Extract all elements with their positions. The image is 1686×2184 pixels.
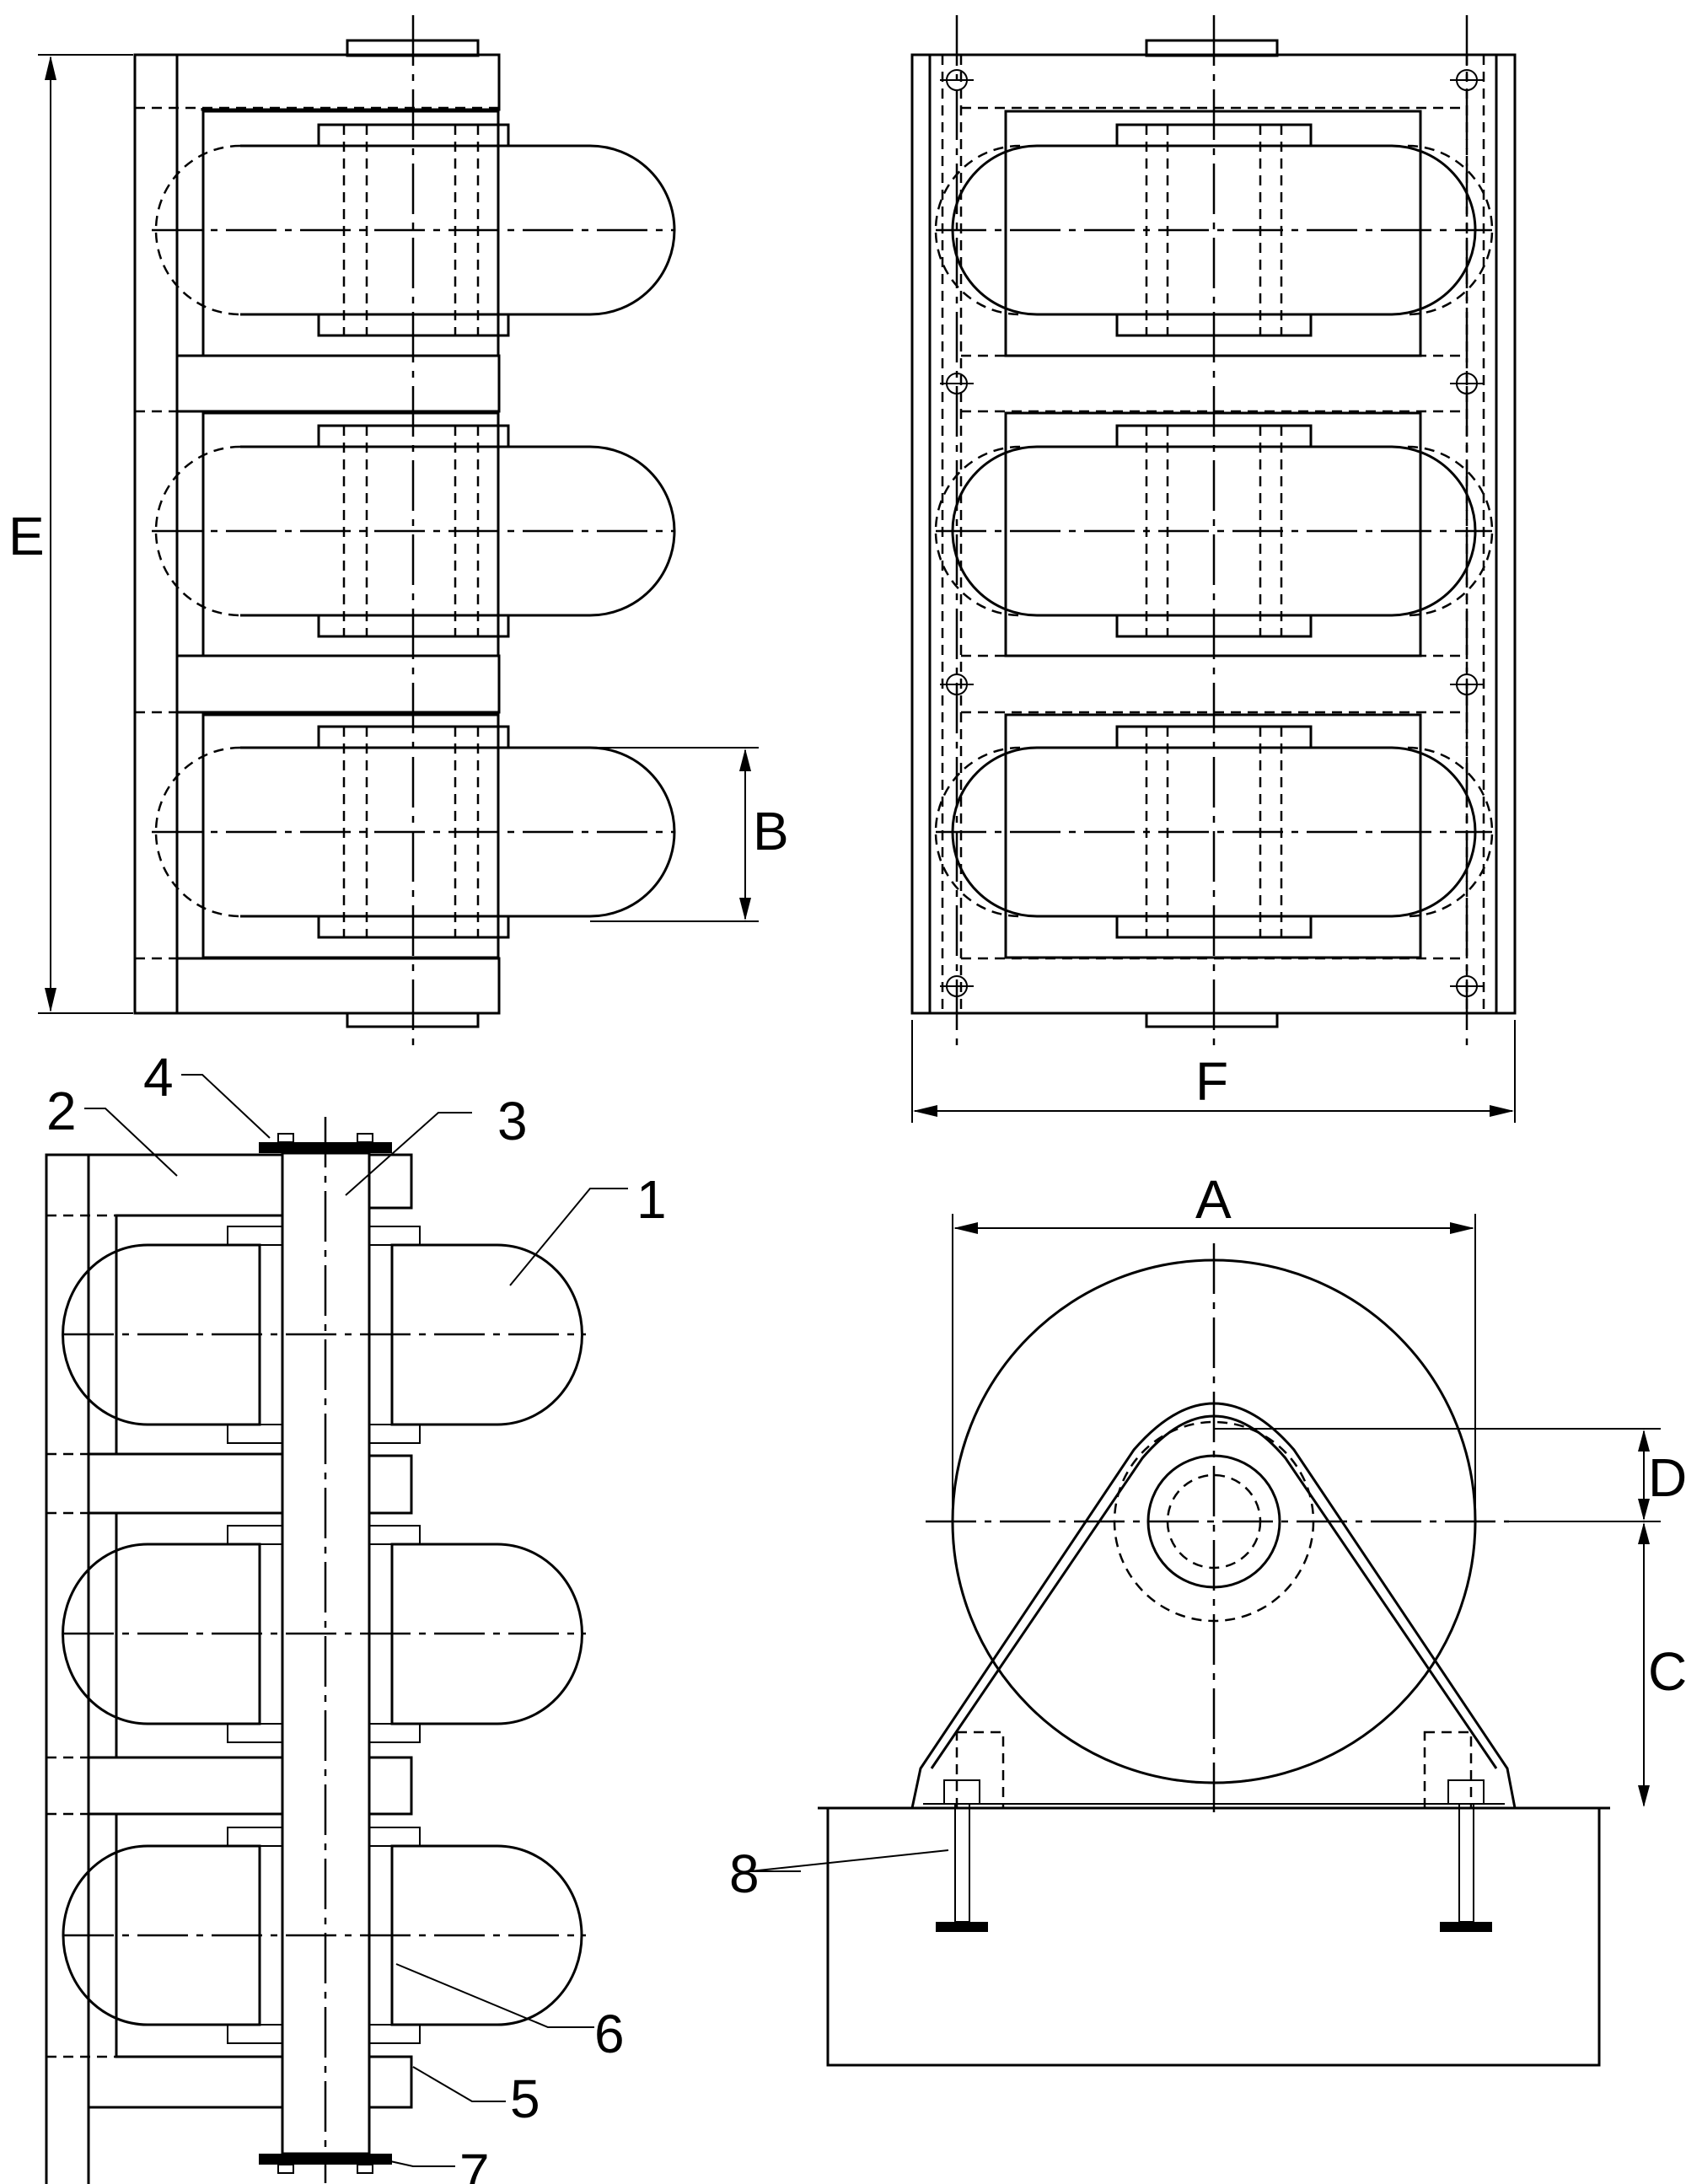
- side-elevation-view: E B: [8, 15, 789, 1054]
- section-view: 4 2 3 1 6 5 7 8: [45, 1047, 949, 2184]
- concrete-foundation: [826, 1806, 1601, 2067]
- callout-7: 7: [459, 2143, 490, 2184]
- callout-3: 3: [497, 1091, 528, 1151]
- dimension-A: [952, 1214, 1476, 1526]
- side-back-plate: [133, 53, 179, 1015]
- dimension-label-E: E: [8, 506, 45, 566]
- section-roller-1: [62, 1226, 586, 1444]
- dimension-label-C: C: [1648, 1641, 1686, 1702]
- callout-4: 4: [143, 1047, 174, 1108]
- callout-1: 1: [636, 1169, 667, 1230]
- front-elevation-view: F: [910, 15, 1517, 1123]
- dimension-F: [911, 1020, 1516, 1123]
- callout-leaders: [84, 1074, 949, 2167]
- side-roller-1: [152, 123, 676, 337]
- section-back-plate: [45, 1153, 90, 2184]
- end-bracket: [910, 1402, 1517, 1810]
- dimension-B: [590, 747, 759, 922]
- dimension-D-C: [1214, 1428, 1661, 1807]
- dimension-E: [38, 54, 133, 1014]
- dimension-label-A: A: [1195, 1169, 1232, 1230]
- front-bottom-cap: [1145, 1012, 1279, 1028]
- side-frame-plates: [135, 53, 501, 1015]
- dimension-label-F: F: [1195, 1051, 1228, 1112]
- dimension-label-D: D: [1648, 1447, 1686, 1508]
- callout-8: 8: [729, 1843, 760, 1904]
- end-view: A D C: [818, 1169, 1686, 2067]
- anchor-bolt-right: [1440, 1779, 1492, 1932]
- dimension-label-B: B: [753, 801, 789, 861]
- front-roller-1: [934, 123, 1494, 337]
- front-bolt-holes: [940, 69, 1484, 997]
- callout-6: 6: [594, 2004, 625, 2064]
- callout-2: 2: [46, 1081, 77, 1141]
- front-roller-2: [934, 424, 1494, 638]
- section-roller-2: [62, 1525, 586, 1743]
- side-roller-2: [152, 424, 676, 638]
- top-end-plate: [259, 1142, 392, 1153]
- anchor-bolt-left: [936, 1779, 988, 1932]
- callout-5: 5: [510, 2069, 540, 2129]
- front-top-cap: [1145, 39, 1279, 57]
- bottom-end-plate: [259, 2154, 392, 2165]
